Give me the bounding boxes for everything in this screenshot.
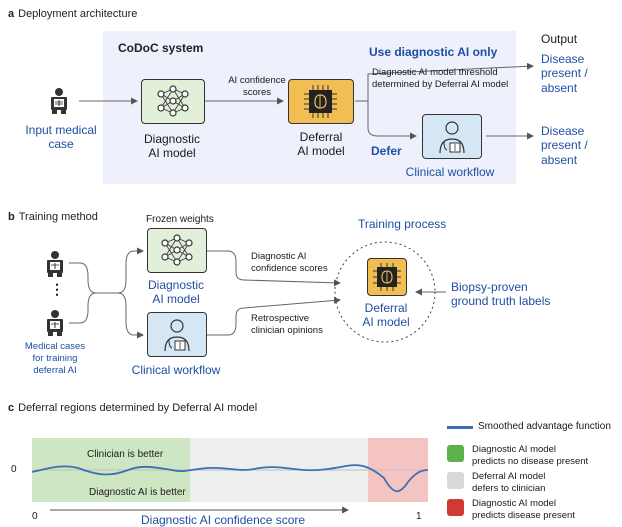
legend-line-swatch (447, 426, 473, 429)
clinical-workflow-box-b (147, 312, 207, 357)
deferral-ai-label-a: Deferral AI model (297, 130, 345, 159)
legend-red-label: Diagnostic AI model predicts disease pre… (472, 498, 575, 521)
neural-network-icon (157, 85, 189, 117)
advantage-curve (32, 464, 428, 493)
input-case-label: Input medical case (25, 123, 97, 152)
more-cases-dots: ⋮ (50, 281, 64, 297)
chip-icon (304, 85, 337, 118)
clinical-workflow-label-b: Clinical workflow (131, 363, 221, 377)
codoc-system-label: CoDoC system (118, 41, 204, 55)
defer-label: Defer (371, 144, 402, 158)
training-cases-label: Medical cases for training deferral AI (24, 341, 86, 376)
legend-line-label: Smoothed advantage function (478, 421, 611, 432)
legend-gray-label: Deferral AI model defers to clinician (472, 471, 546, 494)
threshold-label: Diagnostic AI model threshold determined… (372, 67, 509, 90)
clinician-icon (164, 319, 190, 352)
deferral-ai-label-b: Deferral AI model (362, 301, 410, 330)
deferral-ai-model-box-b (367, 258, 407, 296)
patient-case-icon-1 (40, 249, 70, 279)
deferral-regions-chart (32, 438, 428, 502)
clinician-better-label: Clinician is better (87, 449, 164, 460)
clinical-workflow-label-a: Clinical workflow (405, 165, 495, 179)
ai-better-label: Diagnostic AI is better (89, 487, 186, 498)
ai-confidence-label: AI confidence scores (228, 75, 286, 98)
x-axis-label: Diagnostic AI confidence score (141, 513, 306, 527)
retrospective-opinions-label: Retrospective clinician opinions (251, 313, 323, 336)
legend-red-swatch (447, 499, 464, 516)
legend-green-label: Diagnostic AI model predicts no disease … (472, 444, 589, 467)
frozen-weights-label: Frozen weights (146, 214, 214, 225)
output-header: Output (541, 32, 578, 46)
legend-gray-swatch (447, 472, 464, 489)
clinical-workflow-box-a (422, 114, 482, 159)
deferral-ai-model-box (288, 79, 354, 124)
patient-case-icon-2 (40, 308, 70, 338)
diagnostic-ai-label-b: Diagnostic AI model (147, 278, 205, 307)
diagnostic-ai-label-a: Diagnostic AI model (143, 132, 201, 161)
diag-confidence-label: Diagnostic AI confidence scores (251, 251, 328, 274)
training-process-label: Training process (358, 217, 447, 231)
neural-network-icon (161, 234, 193, 266)
input-case-icon (44, 86, 74, 116)
legend-green-swatch (447, 445, 464, 462)
use-ai-only-label: Use diagnostic AI only (369, 45, 498, 59)
x-tick-1: 1 (416, 511, 422, 522)
output-disease-1: Disease present / absent (541, 52, 588, 95)
output-disease-2: Disease present / absent (541, 124, 588, 167)
diagnostic-ai-model-box (141, 79, 205, 124)
x-tick-0: 0 (32, 511, 38, 522)
chip-icon (373, 263, 401, 291)
diagnostic-ai-model-box-b (147, 228, 207, 273)
zero-tick-label: 0 (11, 464, 17, 475)
biopsy-label: Biopsy-proven ground truth labels (451, 280, 551, 309)
clinician-icon (439, 121, 465, 154)
